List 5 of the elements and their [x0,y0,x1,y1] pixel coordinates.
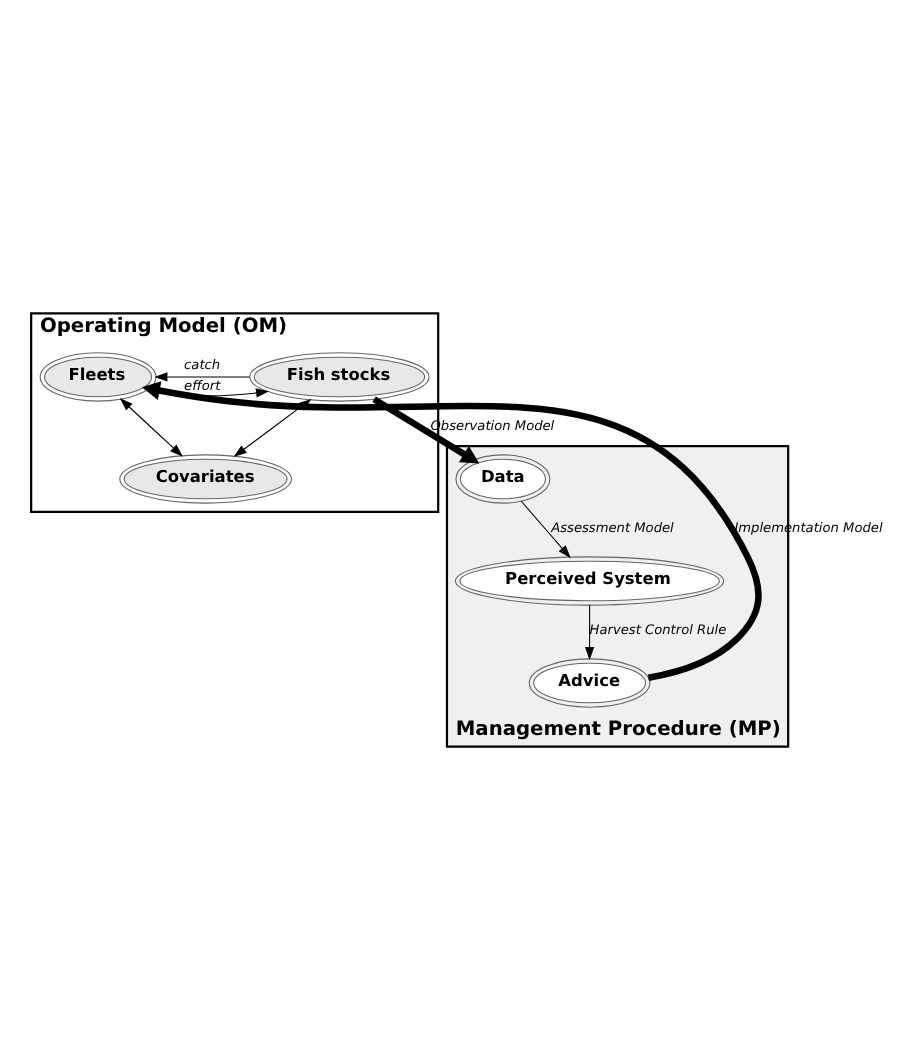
arrow [583,603,594,660]
arrow [140,380,761,680]
arrow [118,397,182,456]
arrow [519,499,570,558]
arrow [153,371,250,381]
